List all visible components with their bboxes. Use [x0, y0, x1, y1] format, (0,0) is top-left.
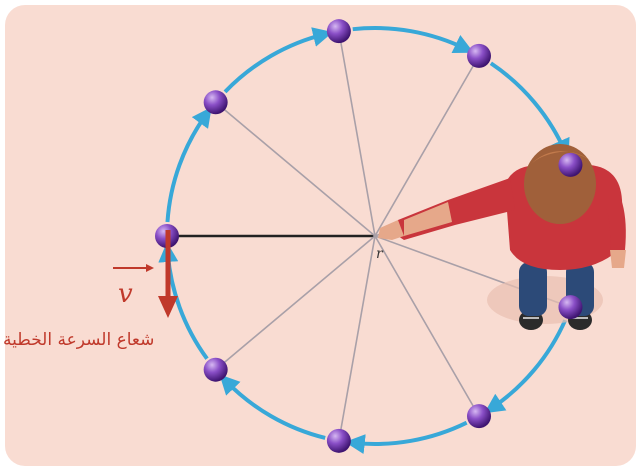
ball	[467, 404, 491, 428]
ball	[327, 19, 351, 43]
svg-text:v: v	[118, 279, 133, 309]
velocity-caption: شعاع السرعة الخطية	[3, 330, 154, 350]
ball	[204, 90, 228, 114]
ball	[327, 429, 351, 453]
ball	[204, 358, 228, 382]
ball	[558, 153, 582, 177]
ball	[467, 44, 491, 68]
ball	[558, 295, 582, 319]
